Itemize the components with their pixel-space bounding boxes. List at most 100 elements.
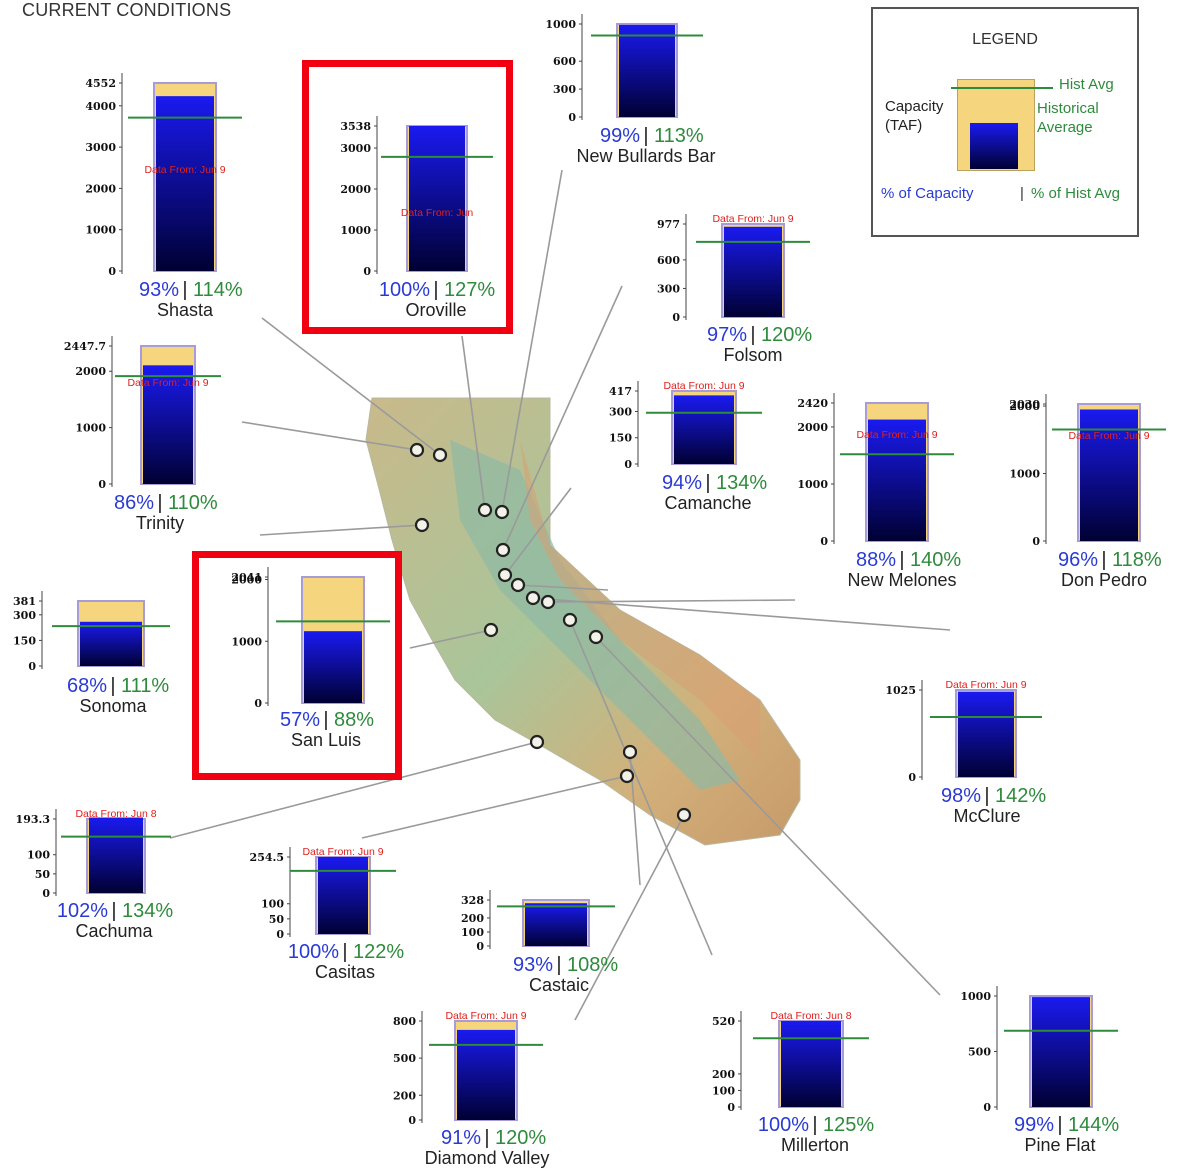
tick-label-oroville: 2000: [340, 183, 371, 196]
tick-label-oroville: 3538: [340, 120, 371, 133]
tick-label-camanche: 300: [609, 405, 632, 418]
reservoir-name-san-luis: San Luis: [291, 730, 361, 750]
pct-separator-folsom: |: [750, 324, 755, 346]
reservoir-marker-trinity: [409, 442, 425, 458]
pct-hist-camanche: 134%: [716, 472, 767, 494]
pct-capacity-mcclure: 98%: [941, 785, 981, 807]
tick-label-trinity: 2447.7: [64, 340, 106, 353]
tick-label-sonoma: 381: [13, 595, 36, 608]
storage-bar-san-luis: [304, 631, 362, 703]
pct-separator-casitas: |: [342, 941, 347, 963]
tick-label-cachuma: 0: [42, 887, 50, 900]
tick-label-new-melones: 2000: [797, 421, 828, 434]
legend-hist-avg-line: [951, 87, 1053, 89]
reservoir-marker-pine-flat: [588, 629, 604, 645]
legend-pct-capacity-label: % of Capacity: [881, 185, 974, 202]
pct-capacity-new-bullards-bar: 99%: [600, 125, 640, 147]
legend-hist-avg-label: Hist Avg: [1059, 76, 1114, 93]
legend: LEGEND Capacity (TAF) Hist Avg Historica…: [871, 7, 1139, 237]
tick-label-don-pedro: 2030: [1009, 398, 1040, 411]
leader-line-new-melones: [517, 584, 609, 591]
tick-label-diamond-valley: 800: [393, 1015, 416, 1028]
tick-label-shasta: 0: [108, 265, 116, 278]
storage-bar-folsom: [724, 226, 782, 317]
tick-label-casitas: 254.5: [250, 851, 284, 864]
data-from-don-pedro: Data From: Jun 9: [1068, 430, 1149, 442]
reservoir-name-cachuma: Cachuma: [75, 921, 153, 941]
storage-bar-pine-flat: [1032, 997, 1090, 1107]
tick-label-casitas: 50: [269, 913, 285, 926]
tick-label-castaic: 328: [461, 894, 484, 907]
tick-label-millerton: 0: [727, 1101, 735, 1114]
pct-capacity-new-melones: 88%: [856, 549, 896, 571]
leader-line-casitas: [361, 775, 628, 839]
leader-line-sonoma: [259, 524, 423, 536]
reservoir-name-sonoma: Sonoma: [79, 696, 147, 716]
tick-label-pine-flat: 1000: [960, 990, 991, 1003]
storage-bar-casitas: [318, 857, 368, 934]
storage-bar-new-melones: [868, 419, 926, 541]
pct-capacity-trinity: 86%: [114, 492, 154, 514]
storage-bar-trinity: [143, 365, 193, 484]
pct-hist-san-luis: 88%: [334, 709, 374, 731]
pct-separator-new-melones: |: [899, 549, 904, 571]
tick-label-folsom: 600: [657, 254, 680, 267]
tick-label-new-melones: 0: [820, 535, 828, 548]
storage-bar-cachuma: [89, 817, 143, 893]
pct-capacity-pine-flat: 99%: [1014, 1114, 1054, 1136]
pct-hist-castaic: 108%: [567, 954, 618, 976]
pct-hist-sonoma: 111%: [121, 675, 169, 697]
reservoir-name-mcclure: McClure: [953, 806, 1020, 826]
tick-label-shasta: 4000: [85, 100, 116, 113]
pct-hist-folsom: 120%: [761, 324, 812, 346]
reservoir-marker-castaic: [622, 744, 638, 760]
data-from-oroville: Data From: Jun: [401, 207, 474, 219]
reservoir-name-diamond-valley: Diamond Valley: [425, 1148, 550, 1168]
pct-separator-cachuma: |: [111, 900, 116, 922]
reservoir-name-folsom: Folsom: [723, 345, 782, 365]
pct-hist-cachuma: 134%: [122, 900, 173, 922]
reservoir-name-millerton: Millerton: [781, 1135, 849, 1155]
legend-capacity-label-2: (TAF): [885, 117, 923, 134]
tick-label-folsom: 300: [657, 282, 680, 295]
data-from-camanche: Data From: Jun 9: [663, 380, 744, 392]
sierra-nevada: [520, 440, 760, 760]
tick-label-new-bullards-bar: 1000: [545, 18, 576, 31]
tick-label-oroville: 0: [363, 265, 371, 278]
pct-hist-new-bullards-bar: 113%: [654, 125, 704, 147]
tick-label-diamond-valley: 500: [393, 1052, 416, 1065]
tick-label-don-pedro: 2000: [1009, 400, 1040, 413]
pct-capacity-millerton: 100%: [758, 1114, 809, 1136]
tick-label-san-luis: 1000: [231, 635, 262, 648]
tick-label-castaic: 200: [461, 912, 484, 925]
legend-title: LEGEND: [972, 31, 1038, 48]
tick-label-trinity: 0: [98, 478, 106, 491]
tick-label-new-bullards-bar: 0: [568, 111, 576, 124]
leader-line-mcclure: [532, 597, 951, 631]
reservoir-marker-oroville: [477, 502, 493, 518]
tick-label-san-luis: 0: [254, 697, 262, 710]
leader-line-camanche: [504, 487, 572, 576]
tick-label-folsom: 0: [672, 311, 680, 324]
tick-label-oroville: 1000: [340, 224, 371, 237]
tick-label-mcclure: 1025: [885, 684, 916, 697]
pct-hist-millerton: 125%: [823, 1114, 874, 1136]
data-from-mcclure: Data From: Jun 9: [945, 679, 1026, 691]
pct-capacity-san-luis: 57%: [280, 709, 320, 731]
storage-bar-don-pedro: [1080, 409, 1138, 541]
leader-line-diamond-valley: [574, 814, 685, 1021]
storage-bar-camanche: [674, 395, 734, 464]
reservoir-name-castaic: Castaic: [529, 975, 589, 995]
tick-label-shasta: 4552: [85, 77, 116, 90]
tick-label-san-luis: 2041: [231, 571, 262, 584]
legend-storage-swatch: [970, 123, 1018, 169]
tick-label-camanche: 417: [609, 385, 632, 398]
